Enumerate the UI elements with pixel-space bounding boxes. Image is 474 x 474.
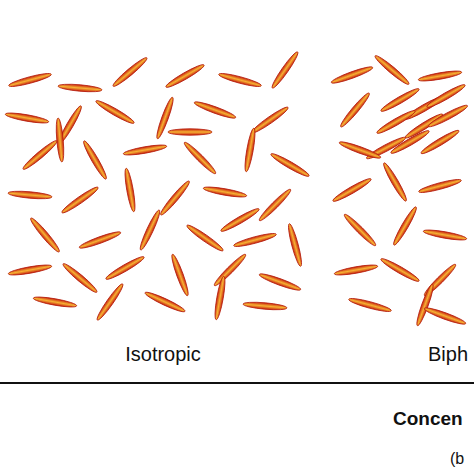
isotropic-rods	[5, 50, 311, 322]
panel-label: Biph	[428, 343, 468, 365]
axis-line	[0, 382, 474, 384]
axis-title: Concen	[393, 409, 463, 430]
panel-label: Isotropic	[125, 343, 201, 365]
biphasic-rods	[330, 53, 469, 326]
axis-subtitle: (b	[450, 450, 464, 468]
